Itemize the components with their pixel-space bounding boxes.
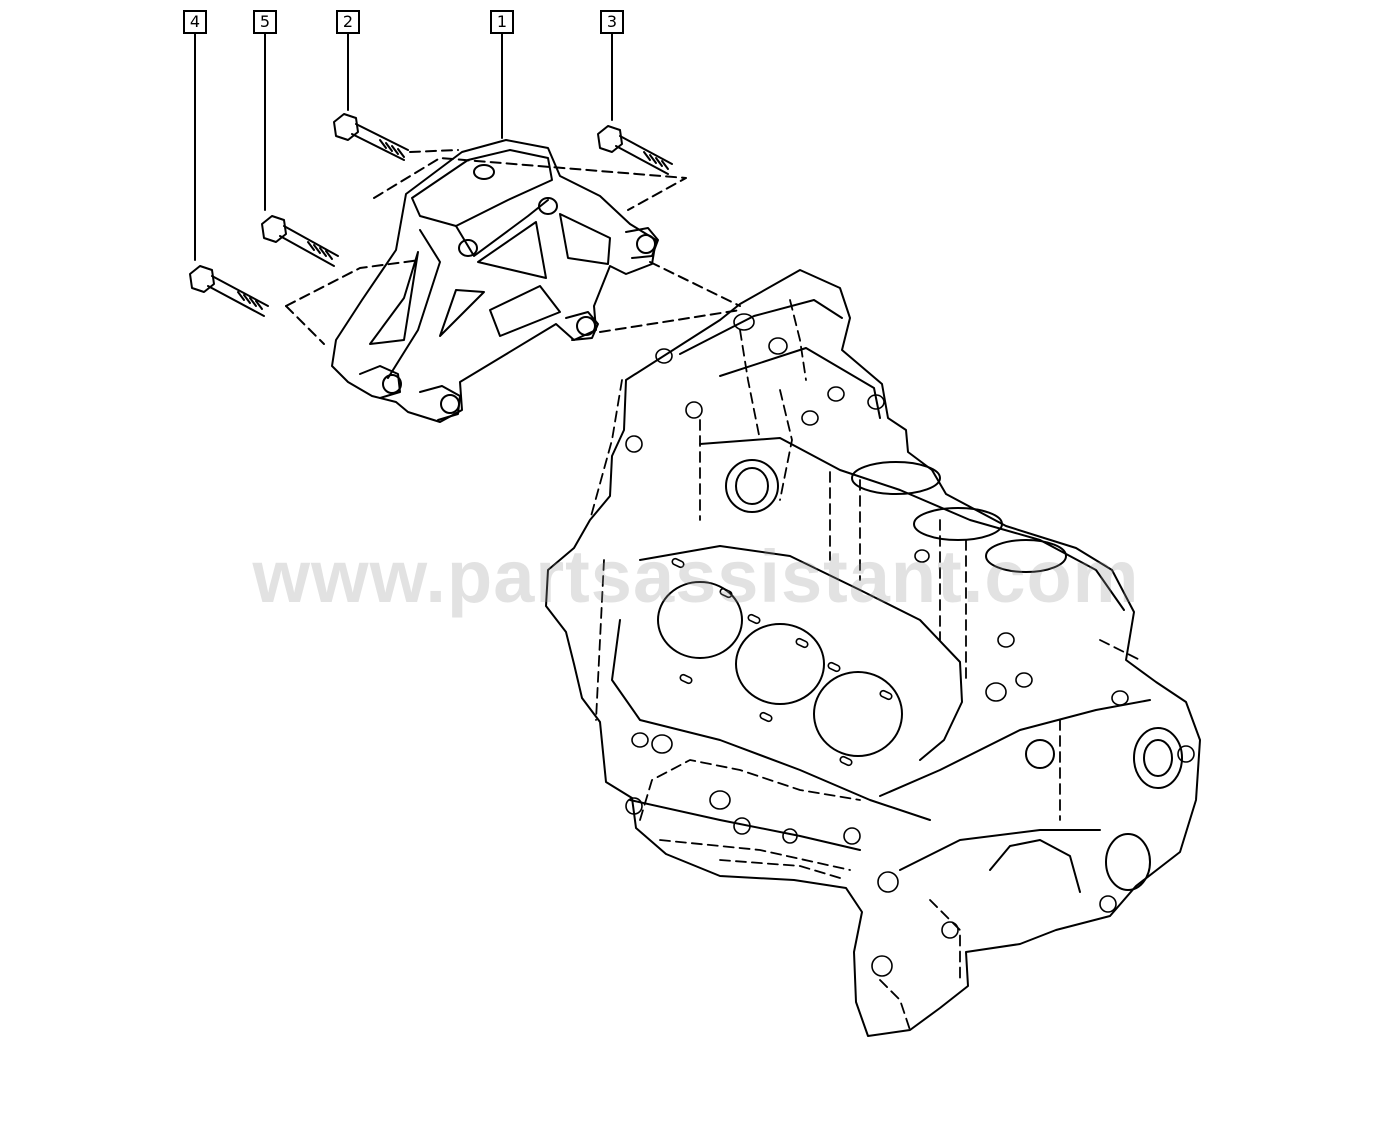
assembly-guides [285,149,741,345]
engine-mount-bracket [331,139,659,423]
bolt-3 [597,125,673,175]
engine-hidden-edges [589,299,1141,1031]
callout-4: 4 [183,10,207,34]
callout-leaders [194,33,613,261]
bolt-2 [333,113,409,161]
watermark-text: www.partsassistant.com [252,535,1140,618]
callout-1: 1 [490,10,514,34]
bolt-5 [261,215,339,267]
callout-3: 3 [600,10,624,34]
engine-cylinder-block [545,269,1201,1037]
bolt-4 [189,265,269,317]
callout-5: 5 [253,10,277,34]
callout-2: 2 [336,10,360,34]
